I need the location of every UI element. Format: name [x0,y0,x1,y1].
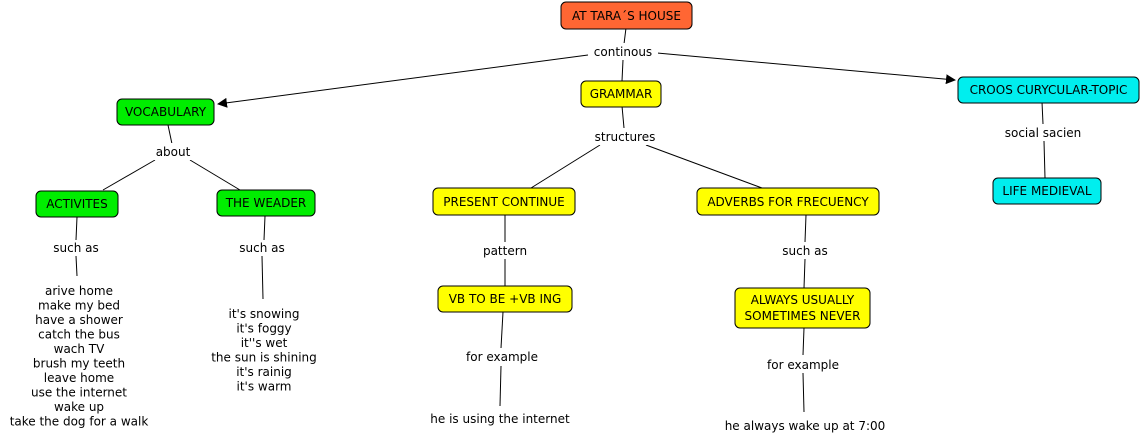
example-always-text: he always wake up at 7:00 [725,419,886,433]
activity-item: brush my teeth [33,357,125,371]
adverbs-label: ADVERBS FOR FRECUENCY [707,195,869,209]
activity-item: use the internet [31,386,127,400]
weather-item: it's foggy [236,322,291,336]
suchas-weader-label: such as [239,241,284,255]
activity-item: catch the bus [38,328,120,342]
node-vocabulary[interactable]: VOCABULARY [116,98,215,126]
link-cross-social [1041,101,1044,125]
medieval-label: LIFE MEDIEVAL [1002,184,1091,198]
node-root[interactable]: AT TARA´S HOUSE [560,1,693,30]
connectors [75,27,1046,413]
node-activites[interactable]: ACTIVITES [35,190,119,218]
activity-item: take the dog for a walk [10,415,149,429]
link-weader-suchas [263,215,266,241]
grammar-box [580,80,662,108]
activity-item: make my bed [38,299,120,313]
arrow-to-vocabulary [217,54,589,108]
node-adverbs[interactable]: ADVERBS FOR FRECUENCY [696,187,880,216]
suchas-activites-label: such as [53,241,98,255]
link-suchas-list [75,255,78,277]
weader-box [216,189,316,217]
weather-item: it''s wet [241,336,288,350]
medieval-box [992,177,1102,205]
adverbs-box [696,187,880,216]
link-activites-suchas [75,216,78,241]
vocabulary-box [116,98,215,126]
node-grammar[interactable]: GRAMMAR [580,80,662,108]
link-about-weader [189,159,241,191]
activites-label: ACTIVITES [46,197,108,211]
arrow-to-cross [656,52,956,85]
activity-item: wach TV [54,342,106,356]
link-social-medieval [1043,140,1046,179]
link-adverbs-suchas [804,214,807,243]
weather-list: it's snowing it's foggy it''s wet the su… [211,307,317,394]
node-cross[interactable]: CROOS CURYCULAR-TOPIC [957,76,1140,104]
cross-box [957,76,1140,104]
weather-item: it's snowing [229,307,300,321]
link-labels: continous about structures social sacien… [48,43,1088,373]
always-label-line1: ALWAYS USUALLY [751,293,855,307]
link-continous-grammar [621,59,624,82]
activity-item: arive home [45,284,113,298]
link-suchas-always [803,258,806,289]
structures-label: structures [595,130,656,144]
activity-item: leave home [44,371,114,385]
activites-box [35,190,119,218]
activity-item: wake up [54,400,104,414]
vocabulary-label: VOCABULARY [125,105,207,119]
present-label: PRESENT CONTINUE [443,195,565,209]
social-label: social sacien [1005,126,1082,140]
link-always-forexample [802,327,805,356]
always-label-line2: SOMETIMES NEVER [745,309,861,323]
node-present[interactable]: PRESENT CONTINUE [432,187,576,216]
link-structures-present [530,144,601,189]
weather-item: it's rainig [236,365,292,379]
suchas-adverbs-label: such as [782,244,827,258]
present-box [432,187,576,216]
node-weader[interactable]: THE WEADER [216,189,316,217]
link-vb-forexample [500,311,504,349]
link-root-continous [623,27,627,45]
example-vb-text: he is using the internet [430,412,570,426]
link-about-activites [102,159,156,191]
link-structures-adverbs [645,144,763,189]
link-forexample-always-example [802,372,805,413]
link-vocabulary-about [167,124,173,145]
link-forexample-example [499,365,502,407]
forexample-always-label: for example [767,358,839,372]
cross-label: CROOS CURYCULAR-TOPIC [970,83,1128,97]
weather-item: the sun is shining [211,351,317,365]
node-vbtobe[interactable]: VB TO BE +VB ING [437,285,573,313]
weader-label: THE WEADER [225,196,307,210]
weather-item: it's warm [237,380,292,394]
link-grammar-structures [621,105,625,129]
vbtobe-box [437,285,573,313]
activities-list: arive home make my bed have a shower cat… [10,284,149,429]
node-always[interactable]: ALWAYS USUALLY SOMETIMES NEVER [734,287,871,329]
node-medieval[interactable]: LIFE MEDIEVAL [992,177,1102,205]
vbtobe-label: VB TO BE +VB ING [449,292,562,306]
always-box [734,287,871,329]
continous-label: continous [594,45,652,59]
link-suchas-weatherlist [261,255,264,300]
root-box [560,1,693,30]
about-label: about [156,145,191,159]
root-label: AT TARA´S HOUSE [572,9,681,23]
pattern-label: pattern [483,244,527,258]
activity-item: have a shower [35,313,123,327]
grammar-label: GRAMMAR [590,87,653,101]
forexample-vb-label: for example [466,350,538,364]
